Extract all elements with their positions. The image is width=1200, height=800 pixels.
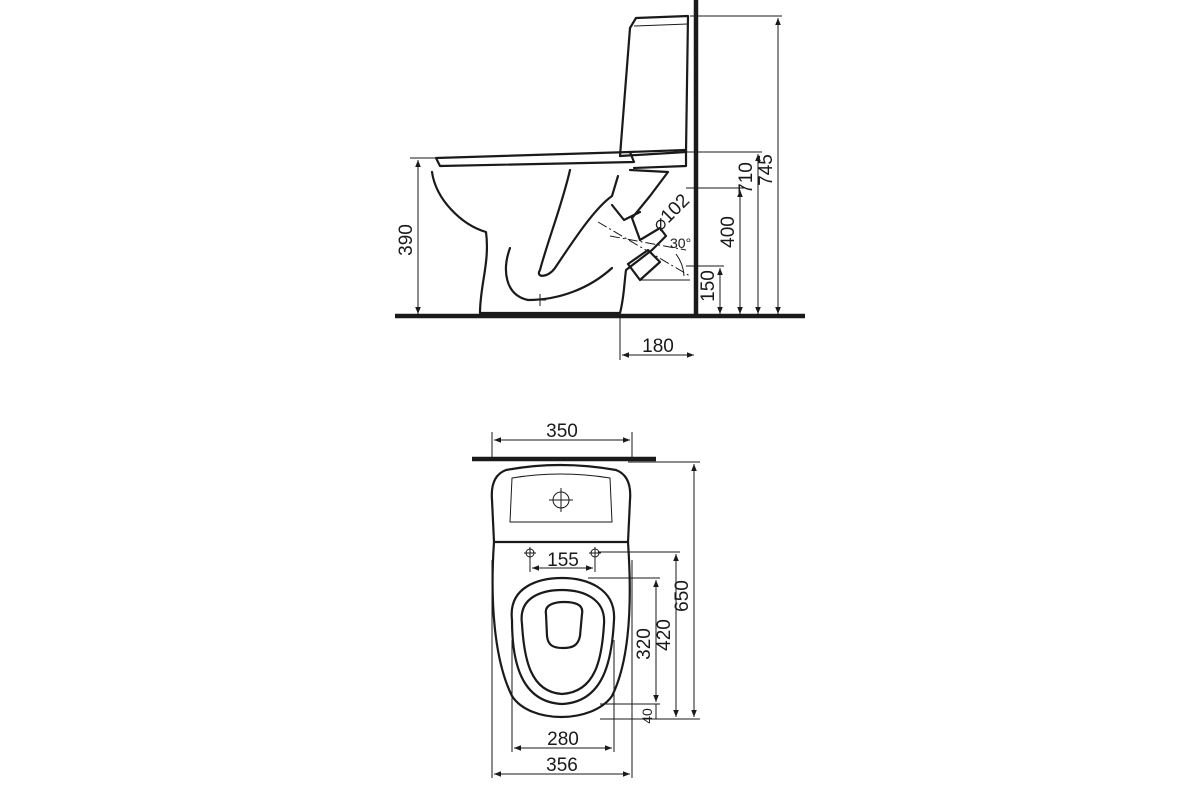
dim-tank-width: 350 xyxy=(546,421,578,442)
dim-bowl-depth: 420 xyxy=(654,619,675,651)
dim-front-offset: 40 xyxy=(639,708,655,724)
dim-outlet-height: 150 xyxy=(698,270,719,302)
dim-seat-depth: 320 xyxy=(634,628,655,660)
bowl-top-outline xyxy=(491,540,631,719)
toilet-seat xyxy=(434,150,636,168)
dim-bowl-top-height: 710 xyxy=(736,162,757,194)
dim-outlet-diameter: ⌀102 xyxy=(649,190,694,235)
seat-ring xyxy=(510,576,616,706)
dim-outlet-angle: 30° xyxy=(670,235,691,251)
top-view: 350 155 650 420 xyxy=(472,421,700,778)
dim-hinge-spacing: 155 xyxy=(547,550,579,571)
cistern-top xyxy=(490,463,632,544)
outlet-pipe xyxy=(610,203,662,282)
side-view: 390 150 400 710 745 ⌀102 30° 180 xyxy=(395,0,805,360)
dim-inlet-height: 400 xyxy=(718,216,739,248)
dim-seat-width: 280 xyxy=(547,729,579,750)
dim-bowl-width: 356 xyxy=(546,755,578,776)
dim-seat-height: 390 xyxy=(396,224,417,256)
toilet-bowl xyxy=(430,168,670,315)
dim-wall-distance: 180 xyxy=(642,336,674,357)
cistern xyxy=(618,14,690,158)
dim-total-depth: 650 xyxy=(672,580,693,612)
dim-total-height: 745 xyxy=(756,154,777,186)
bowl-water xyxy=(544,600,584,650)
